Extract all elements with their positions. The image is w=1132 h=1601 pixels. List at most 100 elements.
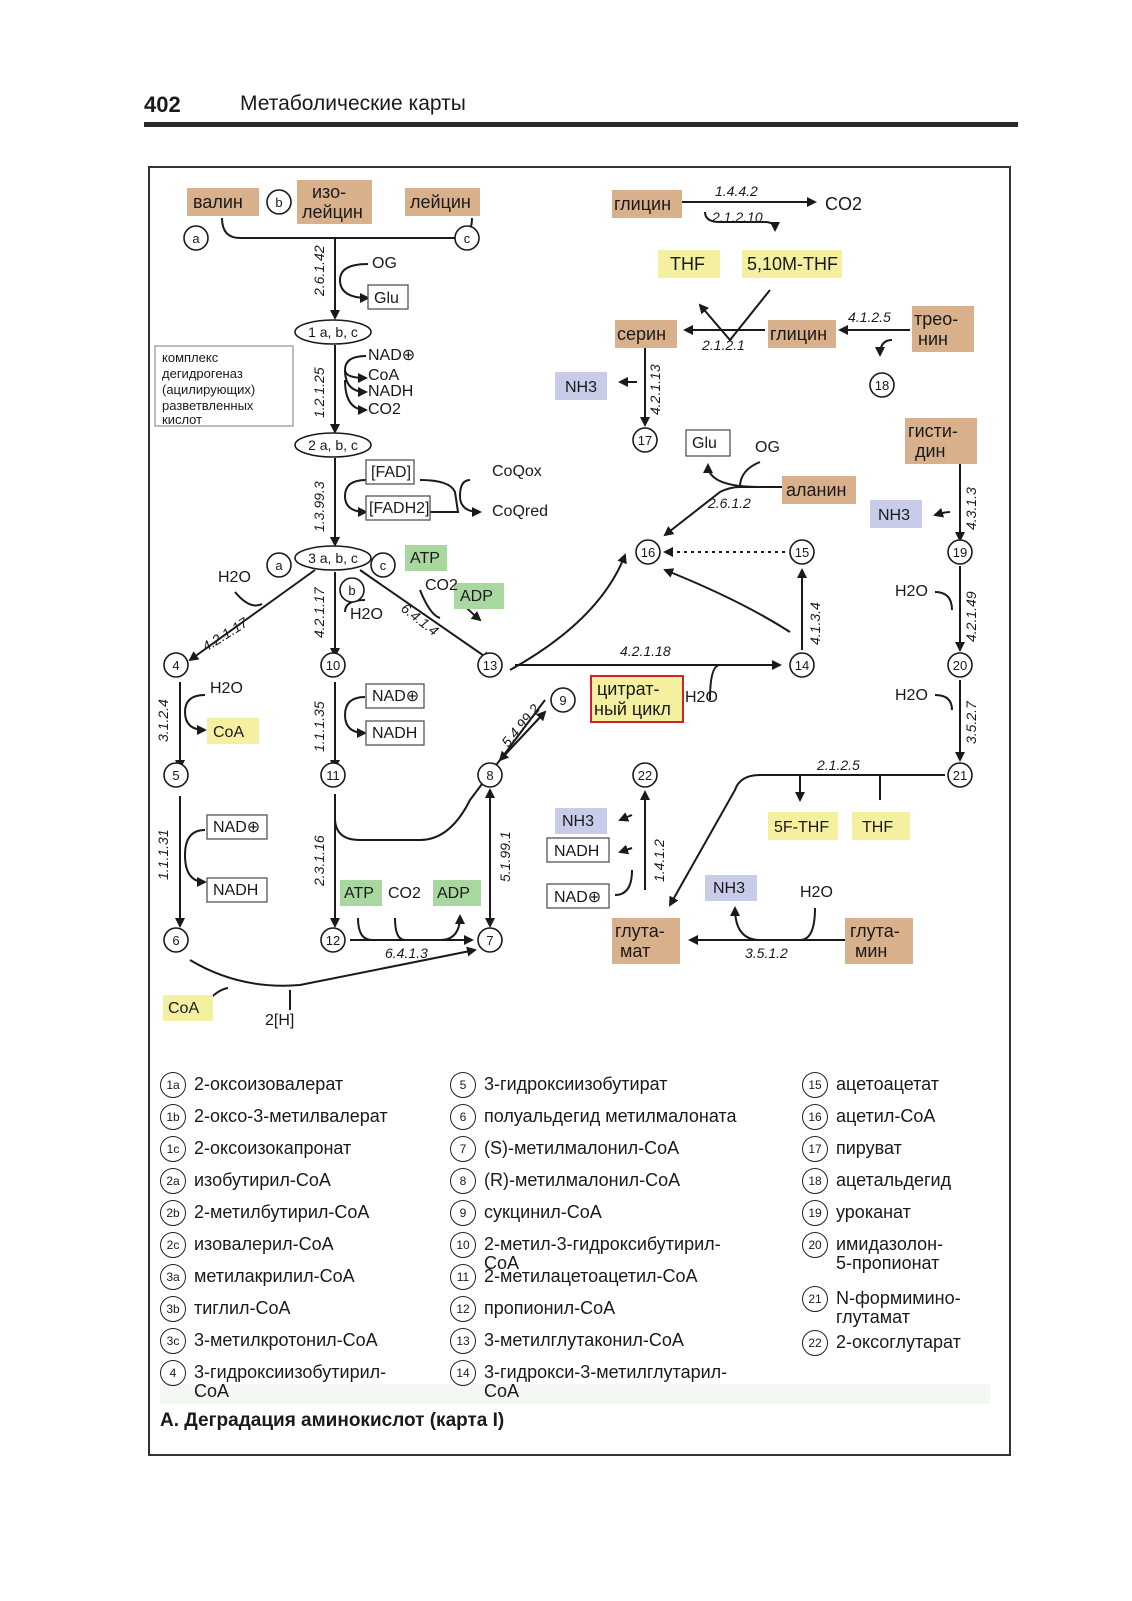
glicin-mid: глицин	[770, 324, 827, 344]
legend-id: 22	[802, 1330, 828, 1356]
node-n11: 11	[320, 762, 346, 788]
node-label: 19	[953, 545, 967, 560]
node-n6: 6	[163, 927, 189, 953]
cofactors-fad: [FAD]	[371, 464, 411, 481]
serin: серин	[617, 324, 666, 344]
node-c: c	[454, 225, 480, 251]
node-label: 1 a, b, c	[308, 324, 358, 340]
node-b2: b	[339, 577, 365, 603]
enzymes-e22: 4.2.1.49	[963, 591, 979, 642]
legend-id: 16	[802, 1104, 828, 1130]
legend-text: имидазолон- 5-пропионат	[836, 1234, 944, 1273]
cofactors-co2-12: CO2	[388, 885, 421, 902]
legend-id: 10	[450, 1232, 476, 1258]
legend-text: полуальдегид метилмалоната	[484, 1106, 737, 1126]
figure-footer-band	[160, 1384, 990, 1404]
cofactors-nadh-5: NADH	[213, 882, 258, 899]
legend-item-7: 7(S)-метилмалонил-CoA	[450, 1136, 680, 1162]
legend-text: (S)-метилмалонил-CoA	[484, 1138, 680, 1158]
cofactors-nh3-gln: NH3	[713, 880, 745, 897]
glutamin-2: мин	[855, 941, 887, 961]
cofactors-glu-1: Glu	[374, 290, 399, 307]
glutamat-2: мат	[620, 941, 650, 961]
legend-text: ацетил-CoA	[836, 1106, 936, 1126]
isoleucin-2: лейцин	[302, 202, 363, 222]
node-n5: 5	[163, 762, 189, 788]
enzymes-e9: 2.3.1.16	[311, 835, 327, 887]
node-n10: 10	[320, 652, 346, 678]
glicin-top: глицин	[614, 194, 671, 214]
legend-item-6: 6 полуальдегид метилмалоната	[450, 1104, 737, 1130]
cofactors-coa-4: CoA	[213, 724, 244, 741]
enzymes-e1: 2.6.1.42	[311, 245, 327, 297]
enzymes-e20: 2.6.1.2	[707, 495, 751, 511]
legend-id: 12	[450, 1296, 476, 1322]
cofactors-nad-1: NAD⊕	[368, 347, 415, 364]
node-a2: a	[266, 552, 292, 578]
node-a: a	[183, 225, 209, 251]
legend-id: 6	[450, 1104, 476, 1130]
cofactors-h2o-cit: H2O	[685, 689, 718, 706]
enzymes-e8: 1.1.1.31	[155, 829, 171, 880]
node-label: 12	[326, 933, 340, 948]
section-title: Метаболические карты	[240, 92, 466, 115]
node-c2: c	[370, 552, 396, 578]
enzymes-e11: 5.1.99.1	[497, 831, 513, 882]
enzymes-e13: 4.2.1.18	[620, 643, 671, 659]
enzymes-e10: 6.4.1.3	[385, 945, 428, 961]
node-label: 4	[172, 658, 179, 673]
node-n16: 16	[635, 539, 661, 565]
node-n8: 8	[477, 762, 503, 788]
node-label: 14	[795, 658, 809, 673]
legend-text: сукцинил-CoA	[484, 1202, 602, 1222]
diagram-label: разветвленных	[162, 398, 254, 413]
legend-item-10: 10 2-метил-3-гидроксибутирил- CoA	[450, 1232, 721, 1273]
legend-text: изовалерил-CoA	[194, 1234, 334, 1254]
alanin: аланин	[786, 480, 846, 500]
node-label: a	[192, 231, 200, 246]
legend-text: 2-оксо-3-метилвалерат	[194, 1106, 388, 1126]
node-n12: 12	[320, 927, 346, 953]
methyl-thf: 5,10M-THF	[747, 254, 838, 274]
node-label: 5	[172, 768, 179, 783]
legend-text: 2-оксоизовалерат	[194, 1074, 344, 1094]
enzymes-e3: 1.3.99.3	[311, 481, 327, 532]
valin: валин	[193, 192, 243, 212]
cofactors-glu-ala: Glu	[692, 435, 717, 452]
legend-text: 3-гидроксиизобутирил- CoA	[194, 1362, 387, 1401]
legend-text: изобутирил-CoA	[194, 1170, 331, 1190]
node-n4: 4	[163, 652, 189, 678]
diagram-label: дегидрогеназ	[162, 366, 243, 381]
legend-text: метилакрилил-CoA	[194, 1266, 355, 1286]
node-label: 10	[326, 658, 340, 673]
enzymes-e12: 5.4.99.2	[498, 701, 543, 750]
node-label: 6	[172, 933, 179, 948]
node-n13: 13	[477, 652, 503, 678]
cofactors-atp-12: ATP	[344, 885, 374, 902]
legend-text: 2-метил-3-гидроксибутирил- CoA	[484, 1234, 721, 1273]
enzymes-e17: 2.1.2.1	[701, 337, 745, 353]
page-header: 402 Метаболические карты	[0, 0, 1132, 140]
node-n15: 15	[789, 539, 815, 565]
legend-text: 2-оксоизокапронат	[194, 1138, 352, 1158]
legend-text: уроканат	[836, 1202, 911, 1222]
gistidin-2: дин	[915, 441, 946, 461]
citric-cycle-2: ный цикл	[594, 699, 671, 719]
cofactors-nad-5: NAD⊕	[213, 819, 260, 836]
node-label: 2 a, b, c	[308, 437, 358, 453]
node-label: c	[380, 558, 387, 573]
legend-text: 2-метилацетоацетил-CoA	[484, 1266, 698, 1286]
co2-top: CO2	[825, 194, 862, 214]
